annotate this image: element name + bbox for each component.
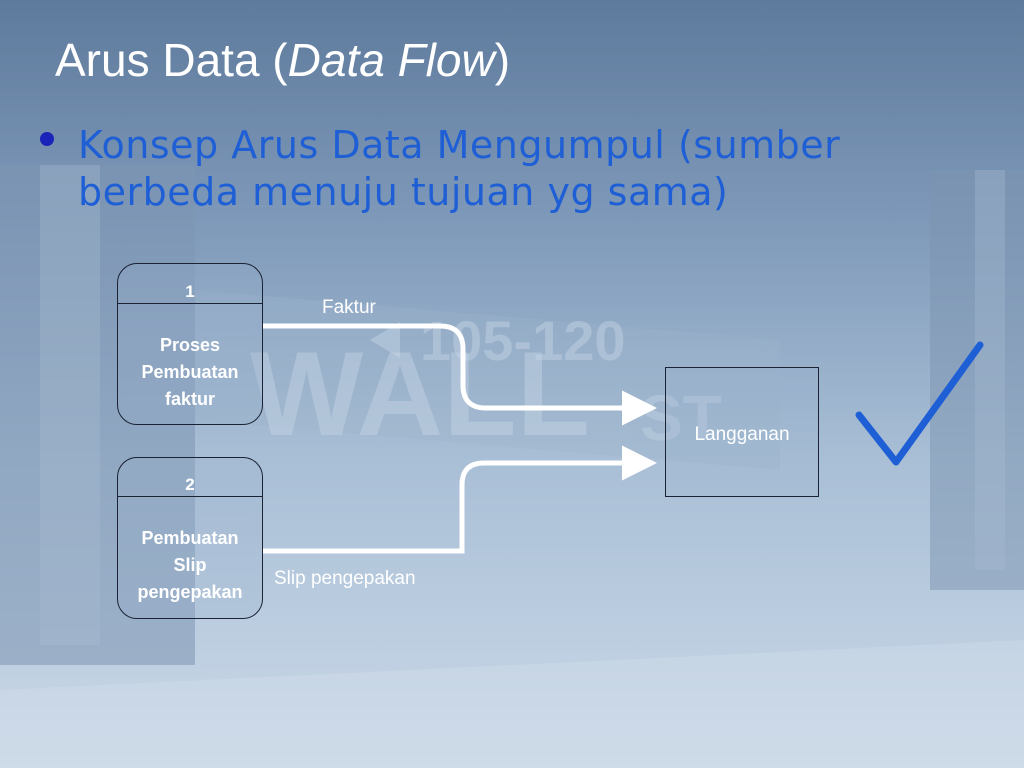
process-box-2: 2 Pembuatan Slip pengepakan [117, 457, 263, 619]
bullet-text: Konsep Arus Data Mengumpul (sumber berbe… [78, 123, 841, 214]
flow-label-faktur: Faktur [322, 297, 376, 318]
slide-title: Arus Data (Data Flow) [55, 30, 510, 90]
process-label: Pembuatan Slip pengepakan [118, 525, 262, 606]
flow-label-slip: Slip pengepakan [274, 568, 416, 589]
flow-line-slip [262, 445, 657, 554]
process-label-line: Slip [173, 555, 207, 575]
title-plain: Arus Data ( [55, 34, 288, 86]
flow-line-faktur [262, 323, 657, 426]
process-label: Proses Pembuatan faktur [118, 332, 262, 413]
process-label-line: Pembuatan [141, 362, 239, 382]
process-label-line: faktur [164, 389, 215, 409]
external-entity: Langganan [665, 367, 819, 497]
process-label-line: Pembuatan [141, 528, 239, 548]
process-number: 1 [185, 282, 195, 301]
sign-number: 105-120 [420, 309, 626, 372]
checkmark-icon [855, 341, 984, 466]
process-divider [118, 303, 262, 304]
process-label-line: pengepakan [137, 582, 243, 602]
bullet-dot [40, 132, 54, 146]
entity-label: Langganan [694, 424, 790, 445]
process-box-1: 1 Proses Pembuatan faktur [117, 263, 263, 425]
sign-word: WALL [250, 327, 590, 461]
title-italic: Data Flow [287, 34, 495, 86]
process-number: 2 [185, 475, 195, 494]
process-label-line: Proses [159, 335, 221, 355]
process-divider [118, 496, 262, 497]
title-close: ) [494, 34, 511, 86]
